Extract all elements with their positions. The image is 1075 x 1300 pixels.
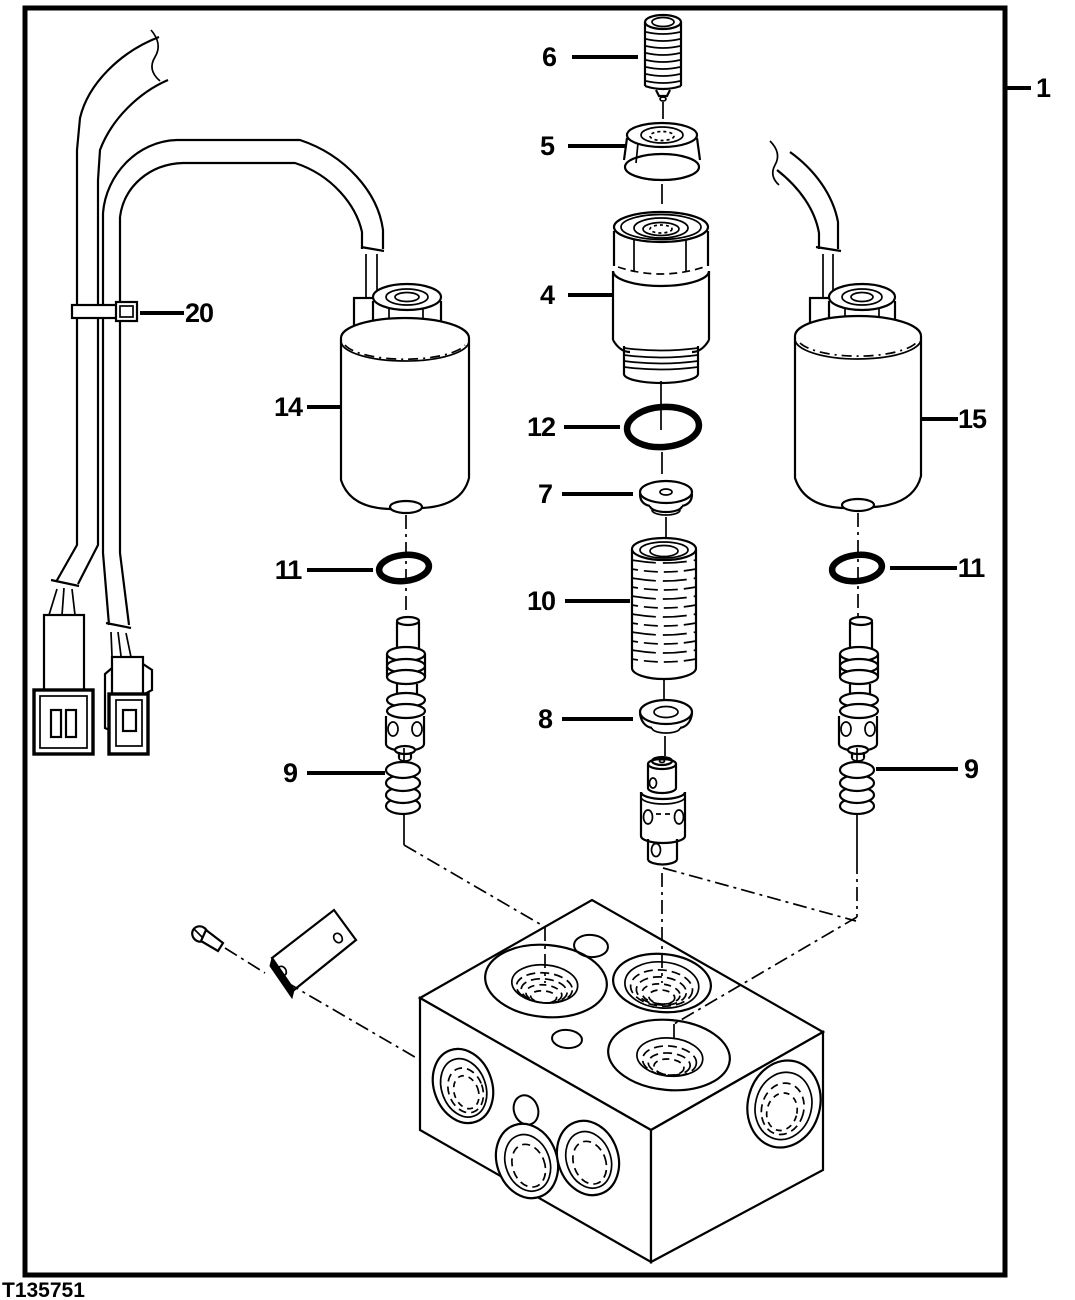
cable-right-outer [789,151,840,249]
manifold-block [417,898,826,1264]
part-11-o-ring-left [375,551,433,585]
cable-end-cap-right-solenoid [815,245,842,253]
callout-20: 20 [140,298,214,328]
id-plate [269,908,358,1000]
solenoid-15-body [793,314,923,510]
port-top-front-right [607,1018,731,1092]
cable-break-right [769,140,780,186]
callout-7-label: 7 [538,479,552,509]
cable-left-inner [77,78,169,585]
callout-6: 6 [542,42,638,72]
connector-left [32,578,95,756]
callout-1: 1 [1007,73,1052,103]
part-12-o-ring [623,403,703,451]
callout-20-label: 20 [185,298,213,328]
cable-arc-inner [118,161,364,249]
callout-14: 14 [274,392,342,422]
port-top-plug-hole-1 [573,933,609,959]
callout-14-label: 14 [274,392,303,422]
solenoid-15-nub [840,497,876,513]
part-7-seat [638,479,694,516]
callout-5-label: 5 [540,131,555,161]
callouts: 1 6 5 4 12 7 10 8 14 11 9 20 [140,42,1052,788]
solenoid-14-body [339,316,471,511]
cartridge-left [384,615,427,762]
connector-right [103,621,154,756]
solenoid-15 [793,282,923,513]
callout-1-label: 1 [1036,73,1051,103]
valve-assembly-center [611,13,711,866]
solenoid-14 [339,282,471,515]
part-5-flange-nut [622,121,702,182]
callout-11-right: 11 [890,553,986,583]
cartridge-right [837,615,880,762]
cable-right-inner [776,169,821,249]
callout-9-right: 9 [876,754,980,784]
callout-8: 8 [538,704,633,734]
callout-15-label: 15 [958,404,987,434]
callout-5: 5 [540,131,626,161]
port-top-plug-hole-2 [551,1028,583,1050]
mounting-screw [191,925,225,953]
cable-left-outer [55,35,160,583]
part-11-o-ring-right [828,551,886,585]
part-8-washer [638,698,694,734]
part-10-spring [630,536,698,681]
figure-code: T135751 [2,1279,85,1300]
cable-tie [70,300,139,323]
callout-10: 10 [527,586,630,616]
cable-arc-outer [101,138,385,249]
cartridge-center [639,755,687,866]
port-right-face [746,1059,822,1149]
callout-4: 4 [540,280,612,310]
callout-9-left: 9 [283,758,385,788]
callout-4-label: 4 [540,280,555,310]
border-frame [22,5,1008,1278]
callout-11-left-label: 11 [275,555,303,585]
part-9-spring-right [838,760,876,816]
cable-end-cap-left-solenoid [360,245,385,253]
callout-15: 15 [922,404,988,434]
part-6-plug [643,13,683,102]
callout-7: 7 [538,479,633,509]
port-left-plug-hole [512,1094,540,1126]
callout-9-right-label: 9 [964,754,979,784]
callout-9-left-label: 9 [283,758,298,788]
callout-8-label: 8 [538,704,553,734]
cartridge-right-group [828,513,886,816]
port-left-lower-1 [494,1122,560,1200]
port-left-upper [431,1047,495,1125]
wiring-harness [32,29,842,756]
solenoid-14-nub [388,499,424,515]
callout-6-label: 6 [542,42,557,72]
assembly-center-lines [224,815,858,1061]
cartridge-left-group [375,515,433,816]
callout-12-label: 12 [527,412,555,442]
callout-11-right-label: 11 [958,553,986,583]
callout-10-label: 10 [527,586,555,616]
port-left-lower-2 [555,1119,621,1197]
part-9-spring-left [384,760,422,816]
callout-11-left: 11 [275,555,373,585]
callout-12: 12 [527,412,620,442]
part-4-valve-body [611,210,711,385]
port-top-front-left [484,943,608,1019]
